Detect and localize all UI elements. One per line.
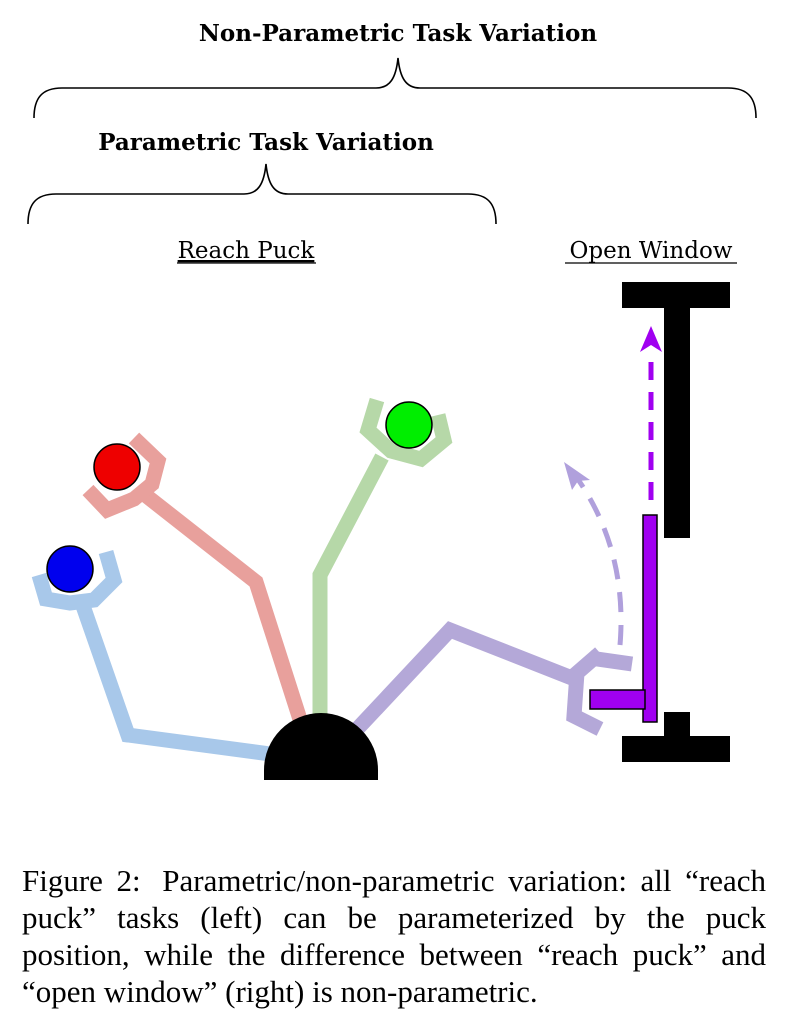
red-arm <box>82 432 313 738</box>
blue-arm <box>31 549 301 766</box>
robot-base <box>264 713 378 780</box>
arm-swing-arrowhead <box>564 462 590 490</box>
reach-puck-label: Reach Puck <box>178 238 316 264</box>
green-arm <box>312 397 453 735</box>
blue-puck <box>46 545 94 593</box>
window-handle <box>589 689 646 710</box>
non-parametric-brace <box>33 57 757 119</box>
open-window-label: Open Window <box>570 238 733 264</box>
purple-arm <box>339 621 634 748</box>
window-frame <box>622 282 730 762</box>
caption-text: Parametric/non-parametric variation: all… <box>22 863 767 1009</box>
red-puck <box>93 443 141 491</box>
arm-swing-arrow <box>574 476 624 646</box>
task-variation-diagram: Non-Parametric Task Variation Parametric… <box>27 20 757 780</box>
parametric-label: Parametric Task Variation <box>98 129 434 156</box>
parametric-brace <box>27 163 497 225</box>
figure-caption: Figure 2: Parametric/non-parametric vari… <box>22 862 766 1010</box>
figure-label: Figure 2: <box>22 863 141 898</box>
window-pane <box>642 514 658 723</box>
window-open-arrowhead <box>640 326 662 352</box>
green-puck <box>385 401 433 449</box>
non-parametric-label: Non-Parametric Task Variation <box>199 20 597 47</box>
